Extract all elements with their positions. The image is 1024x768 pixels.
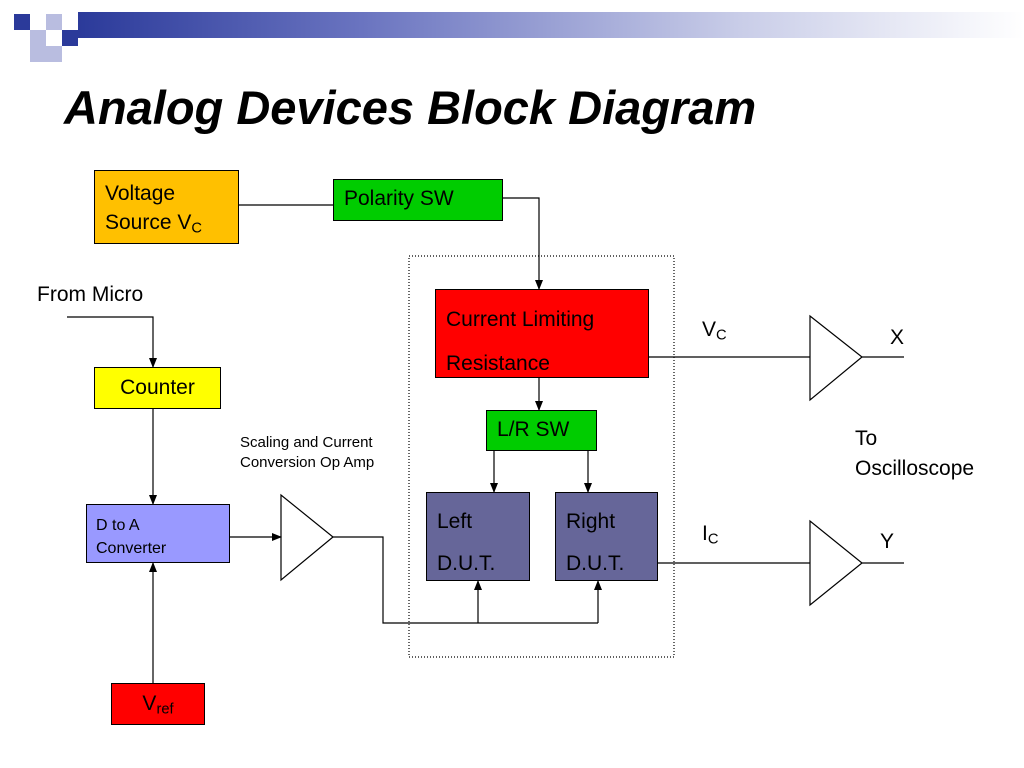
scaling-caption-line1: Scaling and Current xyxy=(240,434,373,451)
vc-subscript: C xyxy=(716,327,727,344)
header-square xyxy=(30,46,46,62)
header-square xyxy=(62,30,78,46)
ic-text: I xyxy=(702,522,708,545)
to-oscilloscope-line1: To xyxy=(855,427,878,450)
wire-micro-counter xyxy=(67,316,157,368)
scaling-caption-line2: Conversion Op Amp xyxy=(240,454,375,472)
scaling-op-amp-caption: Scaling and Current Conversion Op Amp xyxy=(240,433,374,474)
x-amplifier xyxy=(809,314,863,402)
header-gradient-bar xyxy=(78,12,1024,38)
wire-polarity-limiter xyxy=(502,197,543,290)
vref-block: Vref xyxy=(111,683,205,725)
right-dut-line2: D.U.T. xyxy=(566,552,625,575)
header-square xyxy=(46,14,62,30)
current-limiting-block: Current Limiting Resistance xyxy=(435,289,649,378)
left-dut-line1: Left xyxy=(437,510,473,533)
polarity-sw-block: Polarity SW xyxy=(333,179,503,221)
voltage-source-block: Voltage Source VC xyxy=(94,170,239,244)
vc-label: VC xyxy=(702,318,727,344)
right-dut-block: Right D.U.T. xyxy=(555,492,658,581)
lr-sw-block: L/R SW xyxy=(486,410,597,451)
slide-title: Analog Devices Block Diagram xyxy=(64,81,757,134)
voltage-source-line1: Voltage xyxy=(105,182,176,205)
current-limiting-line1: Current Limiting xyxy=(446,308,595,331)
ic-label: IC xyxy=(702,522,718,548)
vc-text: V xyxy=(702,318,717,341)
to-oscilloscope-label: To Oscilloscope xyxy=(855,424,974,485)
d-to-a-converter-block: D to A Converter xyxy=(86,504,230,563)
y-output-label: Y xyxy=(880,530,895,553)
header-square xyxy=(30,30,46,46)
wire-opamp-bus xyxy=(333,536,598,624)
polarity-sw-label: Polarity SW xyxy=(344,187,454,210)
to-oscilloscope-line2: Oscilloscope xyxy=(855,457,975,481)
voltage-source-line2: Source VC xyxy=(105,208,238,239)
x-output-label: X xyxy=(890,326,905,349)
header-square xyxy=(14,14,30,30)
y-amplifier xyxy=(809,519,863,607)
d-to-a-line2: Converter xyxy=(96,540,167,558)
counter-label: Counter xyxy=(120,376,195,399)
lr-sw-label: L/R SW xyxy=(497,418,570,441)
right-dut-line1: Right xyxy=(566,510,616,533)
voltage-source-subscript: C xyxy=(191,221,202,238)
voltage-source-text: Source V xyxy=(105,211,192,235)
left-dut-line2: D.U.T. xyxy=(437,552,496,575)
left-dut-block: Left D.U.T. xyxy=(426,492,530,581)
ic-subscript: C xyxy=(707,531,719,548)
d-to-a-line1: D to A xyxy=(96,517,140,534)
current-limiting-line2: Resistance xyxy=(446,352,550,376)
counter-block: Counter xyxy=(94,367,221,409)
from-micro-label: From Micro xyxy=(37,283,144,306)
dut-enclosure xyxy=(408,255,675,658)
vref-subscript: ref xyxy=(156,701,174,718)
vref-text: V xyxy=(142,692,157,715)
header-square xyxy=(46,46,62,62)
scaling-op-amp xyxy=(280,493,334,582)
